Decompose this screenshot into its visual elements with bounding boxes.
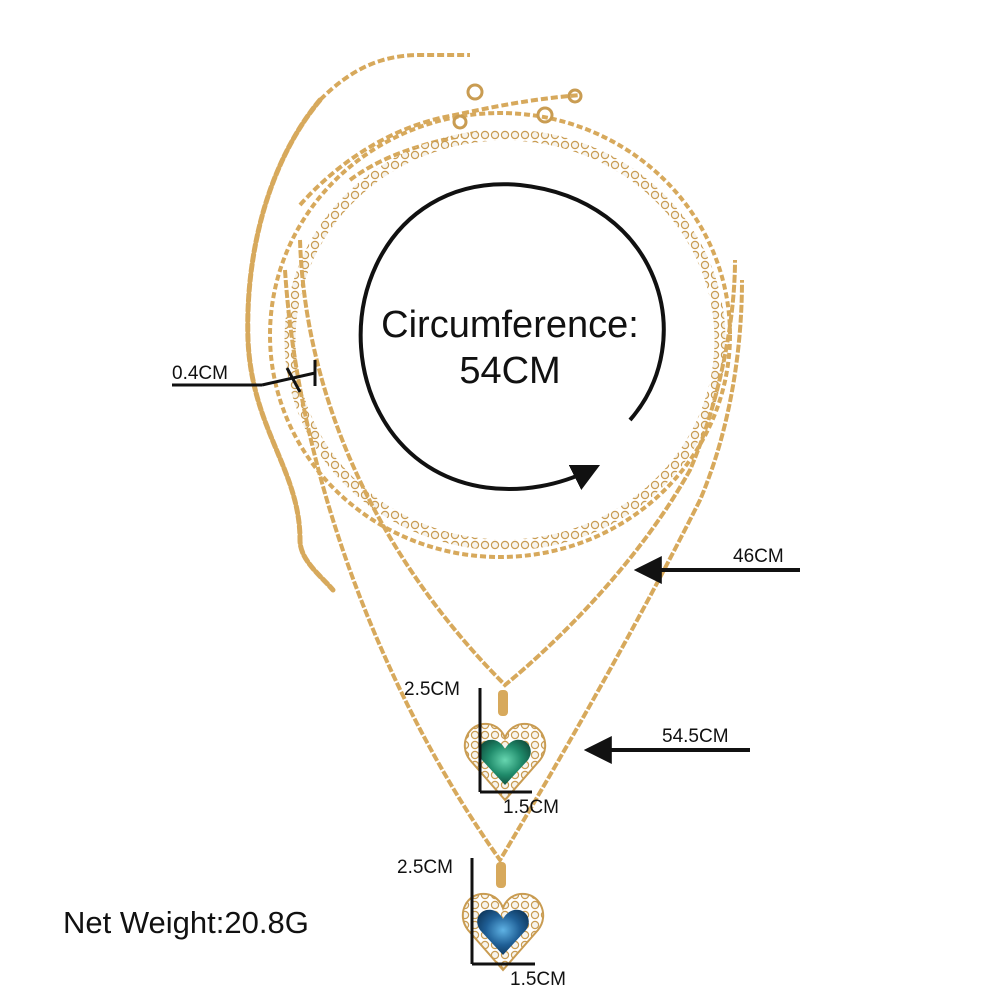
- circumference-value: 54CM: [459, 350, 561, 392]
- circumference-arrow: [358, 182, 666, 491]
- pendant-lower-width-label: 1.5CM: [510, 969, 566, 990]
- clasps: [452, 83, 583, 130]
- chain-46cm: [298, 239, 737, 688]
- circumference-label: Circumference: 54CM: [350, 302, 670, 394]
- circumference-title: Circumference:: [381, 304, 639, 346]
- extender-chain: [245, 97, 336, 593]
- pendant-lower-height-label: 2.5CM: [397, 857, 453, 878]
- rhinestone-choker: [284, 129, 726, 551]
- chain-54cm: [283, 269, 744, 864]
- pendant-upper-height-label: 2.5CM: [404, 679, 460, 700]
- extender-chain-2: [298, 93, 581, 207]
- pendant-upper-width-label: 1.5CM: [503, 797, 559, 818]
- net-weight-label: Net Weight:20.8G: [63, 905, 309, 940]
- pendant-emerald-heart: [463, 690, 547, 802]
- length-46-label: 46CM: [733, 546, 784, 567]
- chain-width-label: 0.4CM: [172, 363, 228, 384]
- pendant-sapphire-heart: [461, 862, 545, 972]
- extender-chain-top: [318, 53, 470, 102]
- length-54-label: 54.5CM: [662, 726, 729, 747]
